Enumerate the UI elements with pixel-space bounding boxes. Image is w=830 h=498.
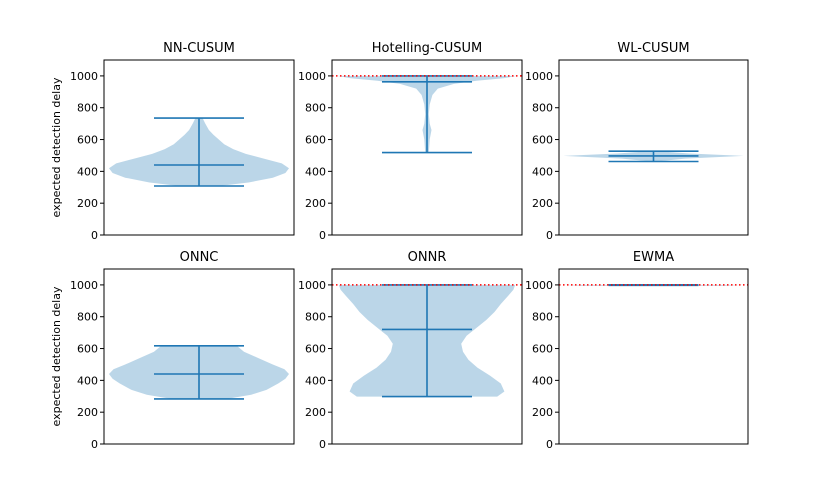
- y-axis-label: expected detection delay: [50, 286, 63, 426]
- y-tick-label: 0: [91, 229, 98, 242]
- violin-panel: 0 200 400 600 800 1000 ONNR: [298, 250, 523, 451]
- y-tick-label: 800: [532, 102, 553, 115]
- y-tick-label: 0: [91, 438, 98, 451]
- y-tick-label: 200: [532, 197, 553, 210]
- y-tick-label: 1000: [298, 70, 326, 83]
- y-tick-label: 200: [77, 406, 98, 419]
- y-tick-label: 600: [77, 343, 98, 356]
- y-tick-label: 600: [532, 343, 553, 356]
- chart-title: EWMA: [633, 250, 674, 265]
- y-tick-label: 1000: [525, 70, 553, 83]
- y-tick-label: 800: [77, 311, 98, 324]
- violin-panel: 0 200 400 600 800 1000 NN-CUSUM expected detect…: [50, 41, 295, 242]
- chart-title: ONNR: [408, 250, 447, 265]
- y-tick-label: 600: [305, 343, 326, 356]
- y-tick-label: 0: [319, 438, 326, 451]
- y-tick-label: 200: [305, 197, 326, 210]
- y-axis-label: expected detection delay: [50, 77, 63, 217]
- axes-frame: [103, 59, 295, 236]
- axes-frame: [331, 268, 523, 445]
- violin-panel: 0 200 400 600 800 1000 EWMA: [525, 250, 749, 451]
- chart-title: Hotelling-CUSUM: [372, 41, 482, 56]
- y-tick-label: 800: [305, 311, 326, 324]
- y-tick-label: 1000: [70, 279, 98, 292]
- y-tick-label: 400: [305, 165, 326, 178]
- y-tick-label: 600: [532, 134, 553, 147]
- y-tick-label: 200: [532, 406, 553, 419]
- axes-frame: [103, 268, 295, 445]
- violin-panel: 0 200 400 600 800 1000 ONNC expected detection …: [50, 250, 295, 451]
- chart-title: WL-CUSUM: [617, 41, 689, 56]
- y-tick-label: 600: [77, 134, 98, 147]
- y-tick-label: 800: [532, 311, 553, 324]
- y-tick-label: 1000: [525, 279, 553, 292]
- y-tick-label: 400: [77, 165, 98, 178]
- y-tick-label: 0: [546, 229, 553, 242]
- chart-title: NN-CUSUM: [163, 41, 235, 56]
- violin-panel: 0 200 400 600 800 1000 Hotelling-CUSUM: [298, 41, 523, 242]
- y-tick-label: 200: [305, 406, 326, 419]
- y-tick-label: 200: [77, 197, 98, 210]
- violin-panel: 0 200 400 600 800 1000 WL-CUSUM: [525, 41, 749, 242]
- y-tick-label: 0: [546, 438, 553, 451]
- y-tick-label: 400: [532, 165, 553, 178]
- y-tick-label: 400: [532, 374, 553, 387]
- y-tick-label: 600: [305, 134, 326, 147]
- y-tick-label: 0: [319, 229, 326, 242]
- axes-frame: [558, 59, 749, 236]
- y-tick-label: 400: [305, 374, 326, 387]
- y-tick-label: 400: [77, 374, 98, 387]
- axes-frame: [558, 268, 749, 445]
- y-tick-label: 800: [305, 102, 326, 115]
- chart-title: ONNC: [180, 250, 219, 265]
- y-tick-label: 800: [77, 102, 98, 115]
- y-tick-label: 1000: [298, 279, 326, 292]
- axes-frame: [331, 59, 523, 236]
- y-tick-label: 1000: [70, 70, 98, 83]
